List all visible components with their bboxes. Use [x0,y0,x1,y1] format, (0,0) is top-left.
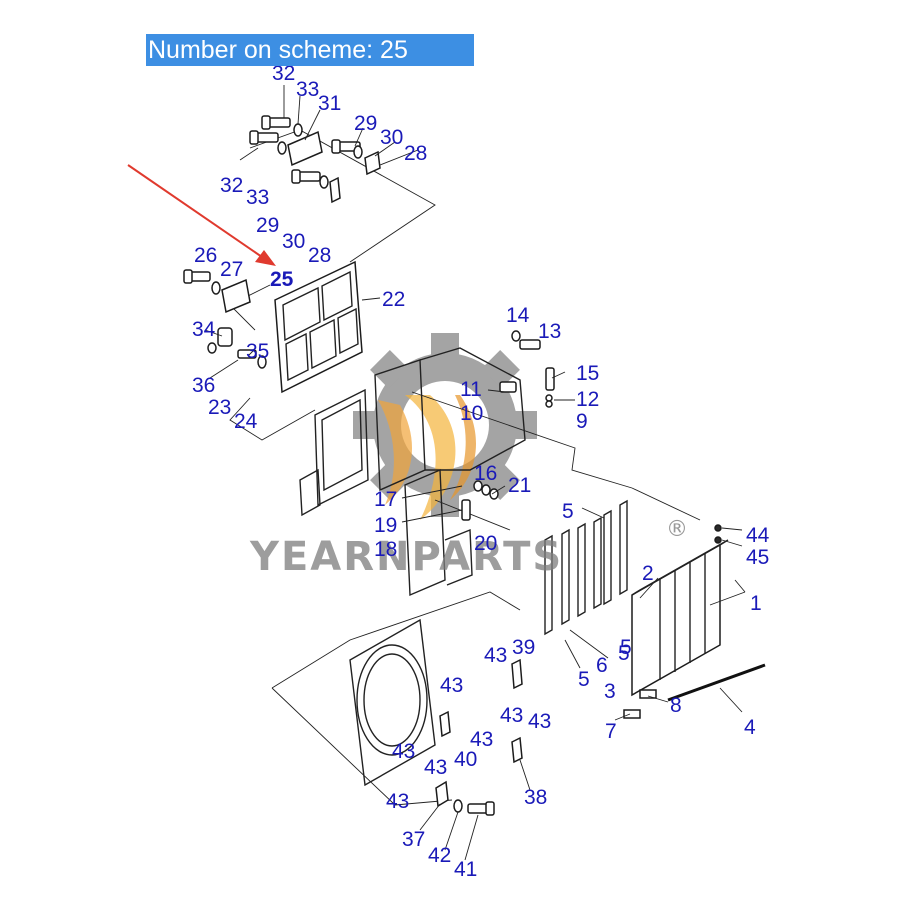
callout-c13: 13 [538,320,561,343]
callout-c45: 45 [746,546,769,569]
callout-c6: 6 [596,654,608,677]
cover-plate-25 [221,278,251,314]
callout-c14: 14 [506,304,530,327]
callout-leaders [204,85,746,861]
callout-c9: 9 [576,410,588,433]
callout-c21: 21 [508,474,531,497]
callout-c43b: 43 [440,674,463,697]
callout-c17: 17 [374,488,397,511]
callout-c43c: 43 [500,704,523,727]
callout-c43e: 43 [470,728,493,751]
lower-brackets [435,658,523,816]
callout-c2: 2 [642,562,654,585]
callout-c18: 18 [374,538,397,561]
callout-c20: 20 [474,532,497,555]
center-assembly [374,330,555,597]
callout-c40: 40 [454,748,477,771]
watermark: YEARNPARTS ® [249,517,688,580]
callout-c27: 27 [220,258,243,281]
callout-c8: 8 [670,694,682,717]
watermark-brand: YEARNPARTS [249,534,563,580]
callout-c34: 34 [192,318,216,341]
callout-c11: 11 [460,378,482,401]
callout-c3: 3 [604,680,616,703]
callout-c19: 19 [374,514,397,537]
callout-c10: 10 [460,402,483,425]
callout-c44: 44 [746,524,770,547]
registered-mark: ® [666,517,688,542]
callout-c23: 23 [208,396,231,419]
callout-c43a: 43 [484,644,507,667]
callout-c29b: 29 [256,214,279,237]
callout-c24: 24 [234,410,258,433]
callout-c38: 38 [524,786,547,809]
highlight-arrow [127,164,276,266]
watermark-flame-icon [378,395,477,520]
callout-c43g: 43 [424,756,447,779]
top-bracket-assembly [249,115,381,204]
callout-c31: 31 [318,92,341,115]
callout-c35: 35 [246,340,269,363]
callout-c25: 25 [270,268,294,291]
bolt-26 [183,269,221,295]
callout-c30a: 30 [380,126,403,149]
callout-c30b: 30 [282,230,305,253]
callout-c29a: 29 [354,112,377,135]
callout-c42: 42 [428,844,451,867]
radiator-core [623,524,766,719]
callout-c28b: 28 [308,244,331,267]
callout-c26: 26 [194,244,217,267]
callout-c36: 36 [192,374,215,397]
scheme-number-banner: Number on scheme: 25 [146,34,474,66]
callout-c28a: 28 [404,142,427,165]
callout-c12: 12 [576,388,599,411]
callout-c7: 7 [605,720,617,743]
callout-c32b: 32 [220,174,243,197]
callout-c5b: 5 [618,642,630,665]
callout-c5d: 5 [620,636,632,659]
callout-c43h: 43 [386,790,409,813]
callout-c41: 41 [454,858,477,881]
callout-c39: 39 [512,636,535,659]
callout-c32a: 32 [272,62,295,85]
callout-c43f: 43 [392,740,415,763]
callout-c5a: 5 [562,500,574,523]
callout-c33b: 33 [246,186,269,209]
callout-c37: 37 [402,828,425,851]
callout-c5c: 5 [578,668,590,691]
callout-c16: 16 [474,462,497,485]
callout-c22: 22 [382,288,405,311]
callout-c33a: 33 [296,78,319,101]
callout-c1: 1 [750,592,762,615]
callout-c43d: 43 [528,710,551,733]
seal-strips [544,499,628,636]
callout-c15: 15 [576,362,599,385]
fan-shroud [349,618,436,787]
fitting-34-36 [207,327,267,369]
shroud-panel [274,260,363,394]
radiator-frame-left [299,388,369,517]
callout-c4: 4 [744,716,756,739]
